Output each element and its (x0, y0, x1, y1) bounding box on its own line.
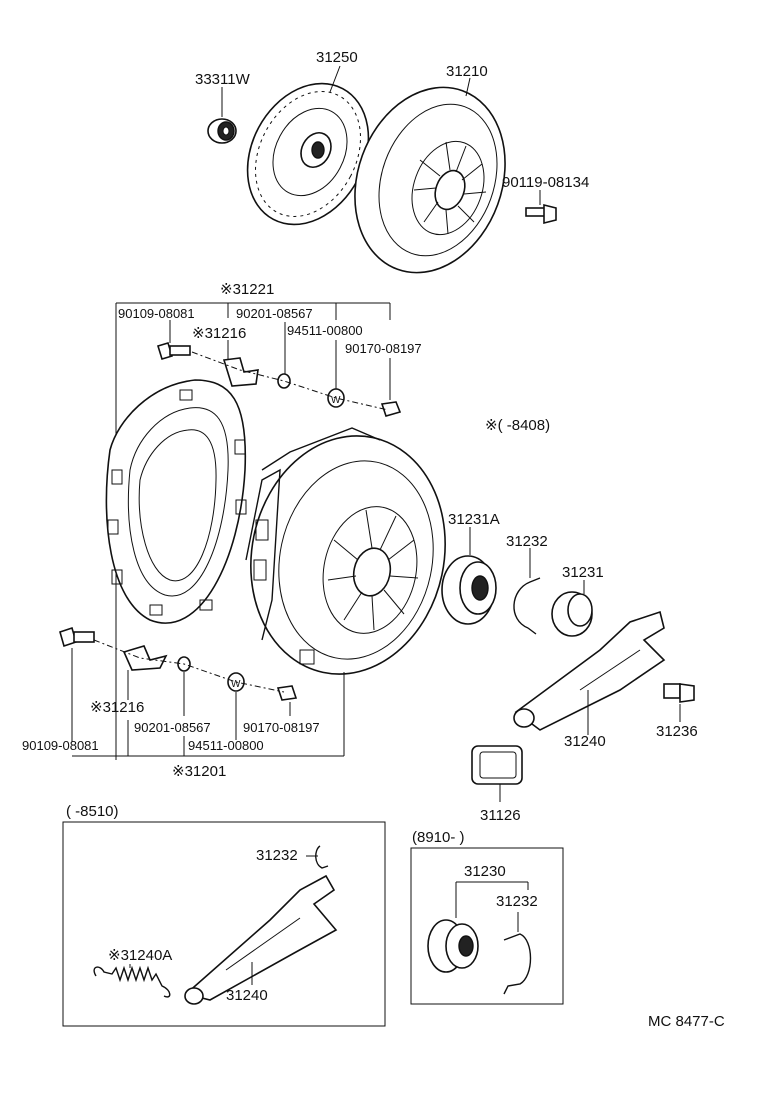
w-mark-bottom: W (231, 679, 241, 690)
label-94511-00800-bottom: 94511-00800 (188, 738, 264, 753)
label-31232-right: 31232 (496, 893, 538, 910)
label-90170-08197-top: 90170-08197 (345, 341, 422, 356)
clutch-cover-assembly (245, 427, 446, 675)
label-31240-box: 31240 (226, 987, 268, 1004)
figure-reference: MC 8477-C (648, 1013, 725, 1030)
label-90201-08567-bottom: 90201-08567 (134, 720, 211, 735)
label-31250: 31250 (316, 49, 358, 66)
clutch-disc-31250 (246, 65, 370, 226)
label-31240-main: 31240 (564, 733, 606, 750)
bolt-90119-08134 (525, 190, 557, 225)
clip-31232-right (503, 912, 532, 995)
label-90109-08081-bottom: 90109-08081 (22, 738, 99, 753)
hardware-bottom-row: W (59, 626, 345, 757)
release-fork-31240 (513, 610, 666, 735)
pilot-bearing-33311w (207, 87, 237, 144)
label-31210: 31210 (446, 63, 488, 80)
label-31231: 31231 (562, 564, 604, 581)
label-31216-top: ※31216 (192, 325, 246, 342)
box-left-range: ( -8510) (66, 803, 119, 820)
release-bearing-31231a (441, 527, 497, 625)
label-33311w: 33311W (195, 71, 251, 88)
label-31236: 31236 (656, 723, 698, 740)
clip-31232-box (306, 845, 329, 869)
label-31126: 31126 (480, 807, 521, 824)
box-left-frame (62, 821, 386, 1027)
label-31216-bottom: ※31216 (90, 699, 144, 716)
clip-31232 (513, 548, 541, 635)
label-31231a: 31231A (448, 511, 500, 528)
flywheel-ring (105, 379, 247, 624)
label-31221: ※31221 (220, 281, 274, 298)
boot-31126 (471, 745, 523, 802)
box-right-frame (410, 847, 564, 1005)
w-mark-top: W (331, 395, 341, 406)
label-90109-08081-top: 90109-08081 (118, 306, 195, 321)
label-90170-08197-bottom: 90170-08197 (243, 720, 320, 735)
release-bearing-31230 (427, 919, 479, 973)
label-94511-00800-top: 94511-00800 (287, 323, 363, 338)
label-90119-08134: 90119-08134 (502, 174, 589, 191)
hardware-top-row: W (156, 320, 402, 417)
label-31230: 31230 (464, 863, 506, 880)
box-right-range: (8910- ) (412, 829, 465, 846)
bearing-hub-31231 (551, 580, 593, 637)
label-90201-08567-top: 90201-08567 (236, 306, 313, 321)
bolt-31236 (663, 683, 695, 722)
release-fork-31240-box (184, 874, 338, 1005)
label-31201: ※31201 (172, 763, 226, 780)
label-31232-mid: 31232 (506, 533, 548, 550)
note-range-8408: ※( -8408) (485, 417, 550, 434)
spring-31240a (93, 964, 171, 998)
label-31232-box: 31232 (256, 847, 298, 864)
label-31240a: ※31240A (108, 947, 172, 964)
clutch-cover-31210 (354, 77, 506, 274)
bracket-31230 (455, 881, 529, 918)
